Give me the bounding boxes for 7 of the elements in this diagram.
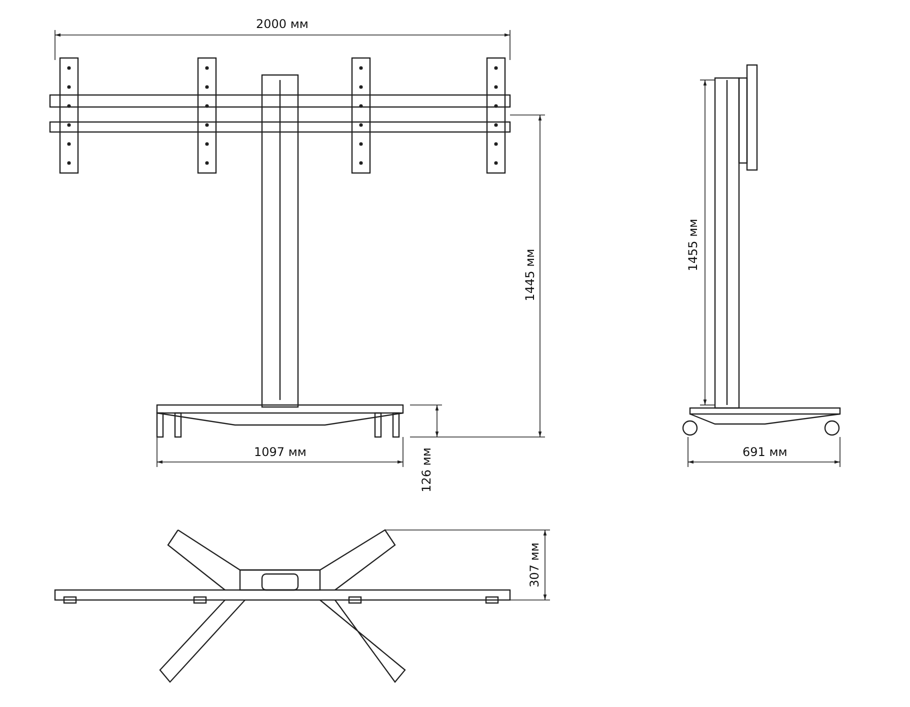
dimension-label: 691 мм <box>742 445 788 459</box>
dimension-label: 307 мм <box>526 542 541 588</box>
dimension-label: 1445 мм <box>523 248 538 302</box>
dimension-label: 1455 мм <box>686 218 700 272</box>
dimension-label: 1097 мм <box>254 445 306 459</box>
dimension-label: 2000 мм <box>256 17 308 31</box>
dimension-label: 126 мм <box>418 448 433 492</box>
